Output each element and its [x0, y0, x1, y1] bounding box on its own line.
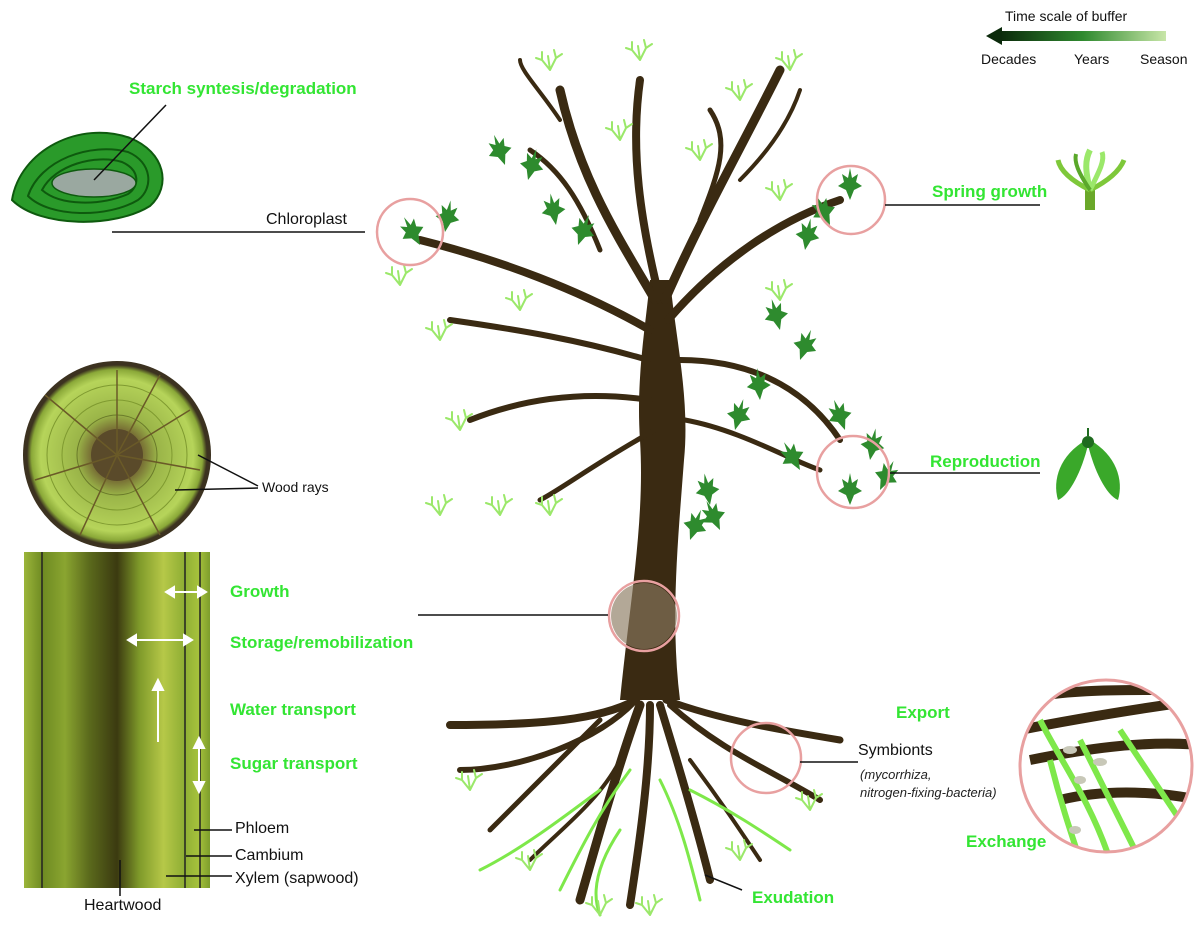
trunk-storage-highlight — [611, 583, 677, 649]
label-export: Export — [896, 703, 950, 723]
label-wood-rays: Wood rays — [262, 479, 329, 495]
legend-tick-decades: Decades — [981, 51, 1036, 67]
label-growth: Growth — [230, 582, 290, 602]
label-heartwood: Heartwood — [84, 897, 161, 915]
label-phloem: Phloem — [235, 820, 289, 838]
legend-tick-years: Years — [1074, 51, 1109, 67]
label-reproduction: Reproduction — [930, 452, 1041, 472]
legend-title: Time scale of buffer — [1005, 8, 1127, 24]
trunk-cross-section — [23, 361, 258, 549]
label-sugar-transport: Sugar transport — [230, 754, 358, 774]
label-spring-growth: Spring growth — [932, 182, 1047, 202]
legend-tick-season: Season — [1140, 51, 1187, 67]
label-water-transport: Water transport — [230, 700, 356, 720]
label-exchange: Exchange — [966, 832, 1046, 852]
label-symbionts-detail-1: (mycorrhiza, — [860, 766, 932, 783]
label-exudation: Exudation — [752, 888, 834, 908]
wood-longitudinal-section — [24, 552, 232, 896]
label-chloroplast: Chloroplast — [266, 211, 347, 229]
label-symbionts: Symbionts — [858, 742, 933, 760]
samara-seed-illustration — [1056, 428, 1120, 500]
tree-illustration — [386, 40, 904, 915]
spring-growth-bud-illustration — [1058, 150, 1124, 210]
label-cambium: Cambium — [235, 847, 303, 865]
chloroplast-illustration — [12, 105, 166, 222]
root-zoom-detail — [1020, 680, 1196, 860]
legend-gradient-arrow — [986, 27, 1166, 45]
label-starch: Starch syntesis/degradation — [129, 79, 357, 99]
label-xylem: Xylem (sapwood) — [235, 870, 359, 888]
label-symbionts-detail-2: nitrogen-fixing-bacteria) — [860, 784, 997, 801]
label-storage: Storage/remobilization — [230, 633, 413, 653]
